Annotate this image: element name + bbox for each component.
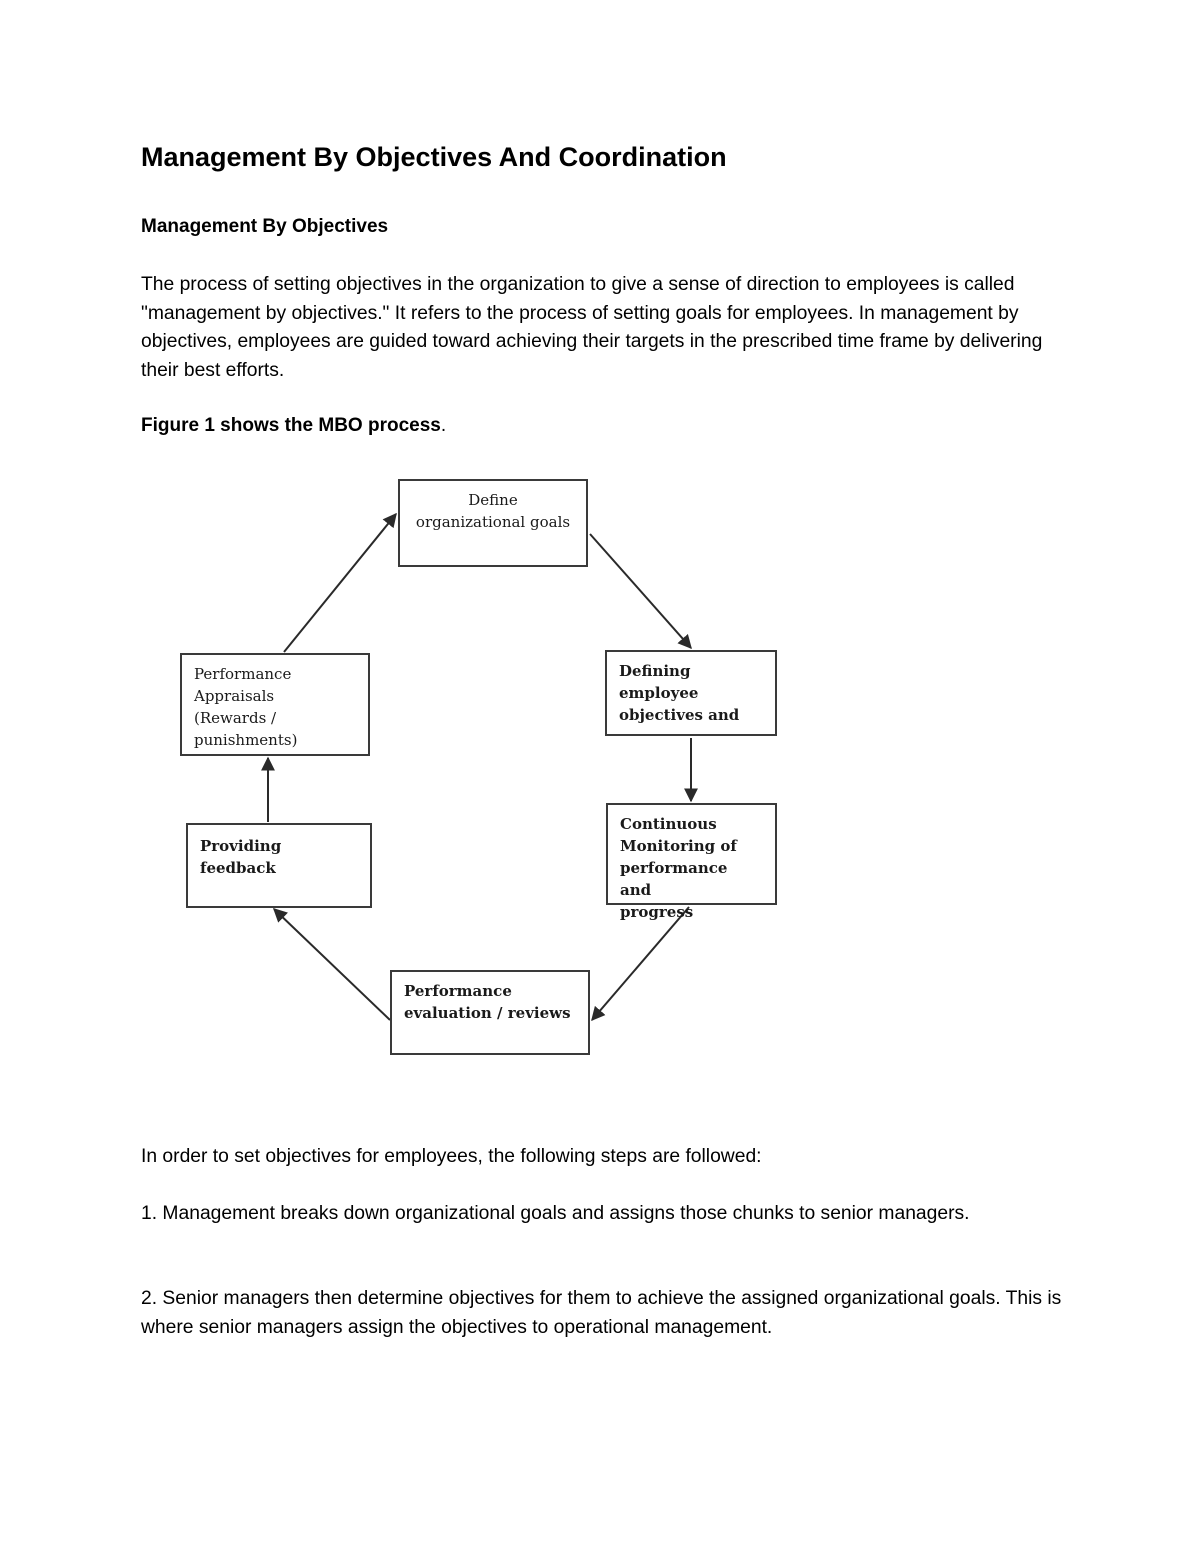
node-define-organizational-goals: Define organizational goals [398,479,588,567]
step-2-paragraph: 2. Senior managers then determine object… [141,1288,1062,1338]
step-1-paragraph: 1. Management breaks down organizational… [141,1203,970,1224]
node-label: Define organizational goals [415,491,571,531]
arrow-evaluation-to-feedback [272,908,391,1021]
node-continuous-monitoring: Continuous Monitoring of performance and… [606,803,777,921]
node-performance-evaluation: Performance evaluation / reviews [390,970,590,1055]
arrow-monitoring-to-evaluation [591,906,690,1022]
figure-caption: Figure 1 shows the MBO process. [141,413,446,439]
node-providing-feedback: Providing feedback [186,823,372,908]
node-label: Defining employee objectives and [619,662,740,724]
arrow-appraisals-to-goals [283,512,397,653]
figure-caption-period: . [440,415,447,436]
intro-paragraph: The process of setting objectives in the… [141,274,1043,381]
node-label: Providing feedback [200,837,282,877]
steps-intro-paragraph: In order to set objectives for employees… [141,1146,762,1167]
node-label: Performance evaluation / reviews [404,982,571,1022]
node-label: Continuous Monitoring of performance and… [620,815,737,921]
node-defining-employee-objectives: Defining employee objectives and [605,650,777,736]
document-title: Management By Objectives And Coordinatio… [141,142,727,172]
diagram-arrows [261,512,698,1022]
arrow-goals-to-objectives [589,533,692,650]
mbo-process-diagram: Define organizational goals Defining emp… [140,450,880,1110]
node-performance-appraisals: Performance Appraisals (Rewards / punish… [180,653,370,756]
section-heading: Management By Objectives [141,216,389,237]
figure-caption-text: Figure 1 shows the MBO process [141,415,441,436]
node-label: Performance Appraisals (Rewards / punish… [194,665,298,749]
